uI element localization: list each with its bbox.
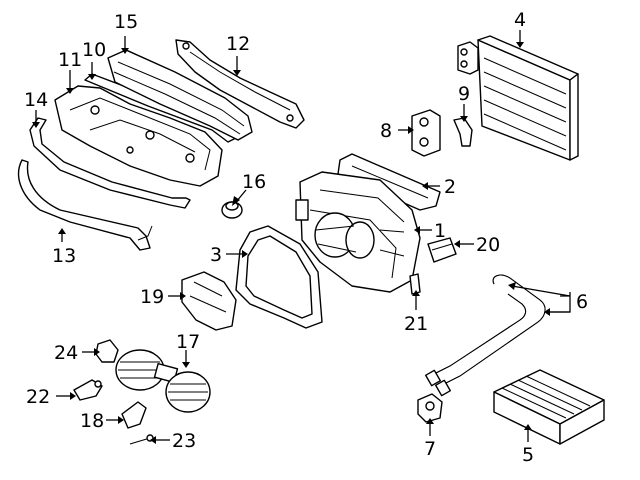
part-17-blower-motor <box>115 349 211 413</box>
callout-21: 21 <box>404 313 428 335</box>
part-5-heater-core <box>493 369 605 445</box>
part-4-evaporator-core <box>457 35 579 161</box>
callout-23: 23 <box>172 430 196 452</box>
part-11-cowl-tray <box>54 85 223 187</box>
callout-10: 10 <box>82 39 106 61</box>
part-1-hvac-housing <box>295 171 421 293</box>
callout-19: 19 <box>140 286 164 308</box>
callout-24: 24 <box>54 342 78 364</box>
part-18-clip <box>121 401 147 429</box>
callout-22: 22 <box>26 386 50 408</box>
callout-2: 2 <box>444 176 456 198</box>
callout-16: 16 <box>242 171 266 193</box>
part-8-expansion-valve <box>411 109 441 157</box>
part-21-hose <box>409 273 421 295</box>
callout-6: 6 <box>576 291 588 313</box>
callout-12: 12 <box>226 33 250 55</box>
callout-7: 7 <box>424 438 436 460</box>
callout-11: 11 <box>58 49 82 71</box>
callout-18: 18 <box>80 410 104 432</box>
part-3-seal-frame <box>235 225 323 329</box>
callout-14: 14 <box>24 89 48 111</box>
callout-5: 5 <box>522 444 534 466</box>
part-16-grommet <box>221 201 243 219</box>
leader-lines <box>32 30 571 444</box>
part-12-bracket <box>175 39 305 129</box>
callout-9: 9 <box>458 83 470 105</box>
callout-1: 1 <box>434 220 446 242</box>
part-9-clip <box>453 117 473 147</box>
part-14-seal-strip <box>29 117 191 209</box>
callout-3: 3 <box>210 244 222 266</box>
callout-8: 8 <box>380 120 392 142</box>
part-7-valve <box>417 393 443 423</box>
callout-13: 13 <box>52 245 76 267</box>
part-19-blower-housing <box>181 271 237 331</box>
part-6-refrigerant-lines <box>424 274 546 397</box>
part-15-cowl-panel <box>107 49 253 141</box>
callout-labels: 15 12 11 10 14 13 4 9 8 2 16 1 3 20 21 6… <box>24 9 588 466</box>
callout-15: 15 <box>114 11 138 33</box>
part-22-sensor <box>73 379 103 401</box>
part-13-seal-strip <box>17 159 153 251</box>
part-24-resistor <box>95 339 119 363</box>
callout-4: 4 <box>514 9 526 31</box>
callout-17: 17 <box>176 331 200 353</box>
callout-20: 20 <box>476 234 500 256</box>
part-23-pin <box>129 434 154 445</box>
part-20-filter <box>427 237 457 263</box>
